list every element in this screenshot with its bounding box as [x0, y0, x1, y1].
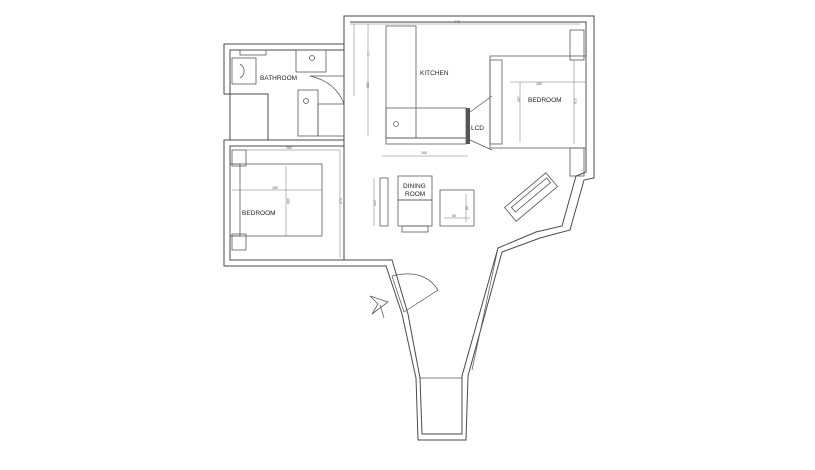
dim-bed-right-depth: 207	[517, 96, 521, 102]
kitchen-label: KITCHEN	[420, 70, 449, 77]
dim-left-room-width: 250	[286, 146, 292, 150]
dining-label-line1: DINING	[403, 183, 426, 190]
dim-dining-table: 110	[373, 200, 377, 206]
bathroom-label: BATHROOM	[260, 75, 297, 82]
dim-kitchen-counter: 160	[421, 151, 427, 155]
dim-left-room-height: 274	[339, 198, 343, 204]
dim-bed-right-side: 174	[573, 98, 577, 104]
dim-bed-right-width: 160	[536, 82, 542, 86]
bedroom-left: 250 180 100 274 BEDROOM	[229, 146, 345, 260]
kitchen: 440 300 77 160 KITCHEN	[350, 20, 580, 157]
dim-top-width: 440	[454, 20, 460, 24]
dim-bed-left-depth: 100	[286, 198, 290, 204]
bedroom-right-label: BEDROOM	[528, 97, 562, 104]
dim-side-table-w: 80	[452, 214, 456, 218]
dim-kitchen-top: 77	[367, 52, 371, 56]
dim-side-table-h: 80	[465, 206, 469, 210]
dining-label-line2: ROOM	[405, 191, 425, 198]
dining-room: 110 80 80 DINING ROOM	[373, 175, 475, 233]
lcd: LCD	[466, 95, 493, 151]
bedroom-right: 160 207 174 BEDROOM	[489, 29, 587, 177]
bedroom-left-label: BEDROOM	[242, 210, 276, 217]
dim-kitchen-height: 300	[366, 82, 370, 88]
sofa	[503, 172, 559, 222]
lcd-panel	[466, 108, 470, 144]
lcd-label: LCD	[471, 125, 484, 132]
bathroom: BATHROOM	[229, 49, 345, 141]
dim-bed-left-width: 180	[272, 186, 278, 190]
entrance-door	[369, 273, 439, 319]
